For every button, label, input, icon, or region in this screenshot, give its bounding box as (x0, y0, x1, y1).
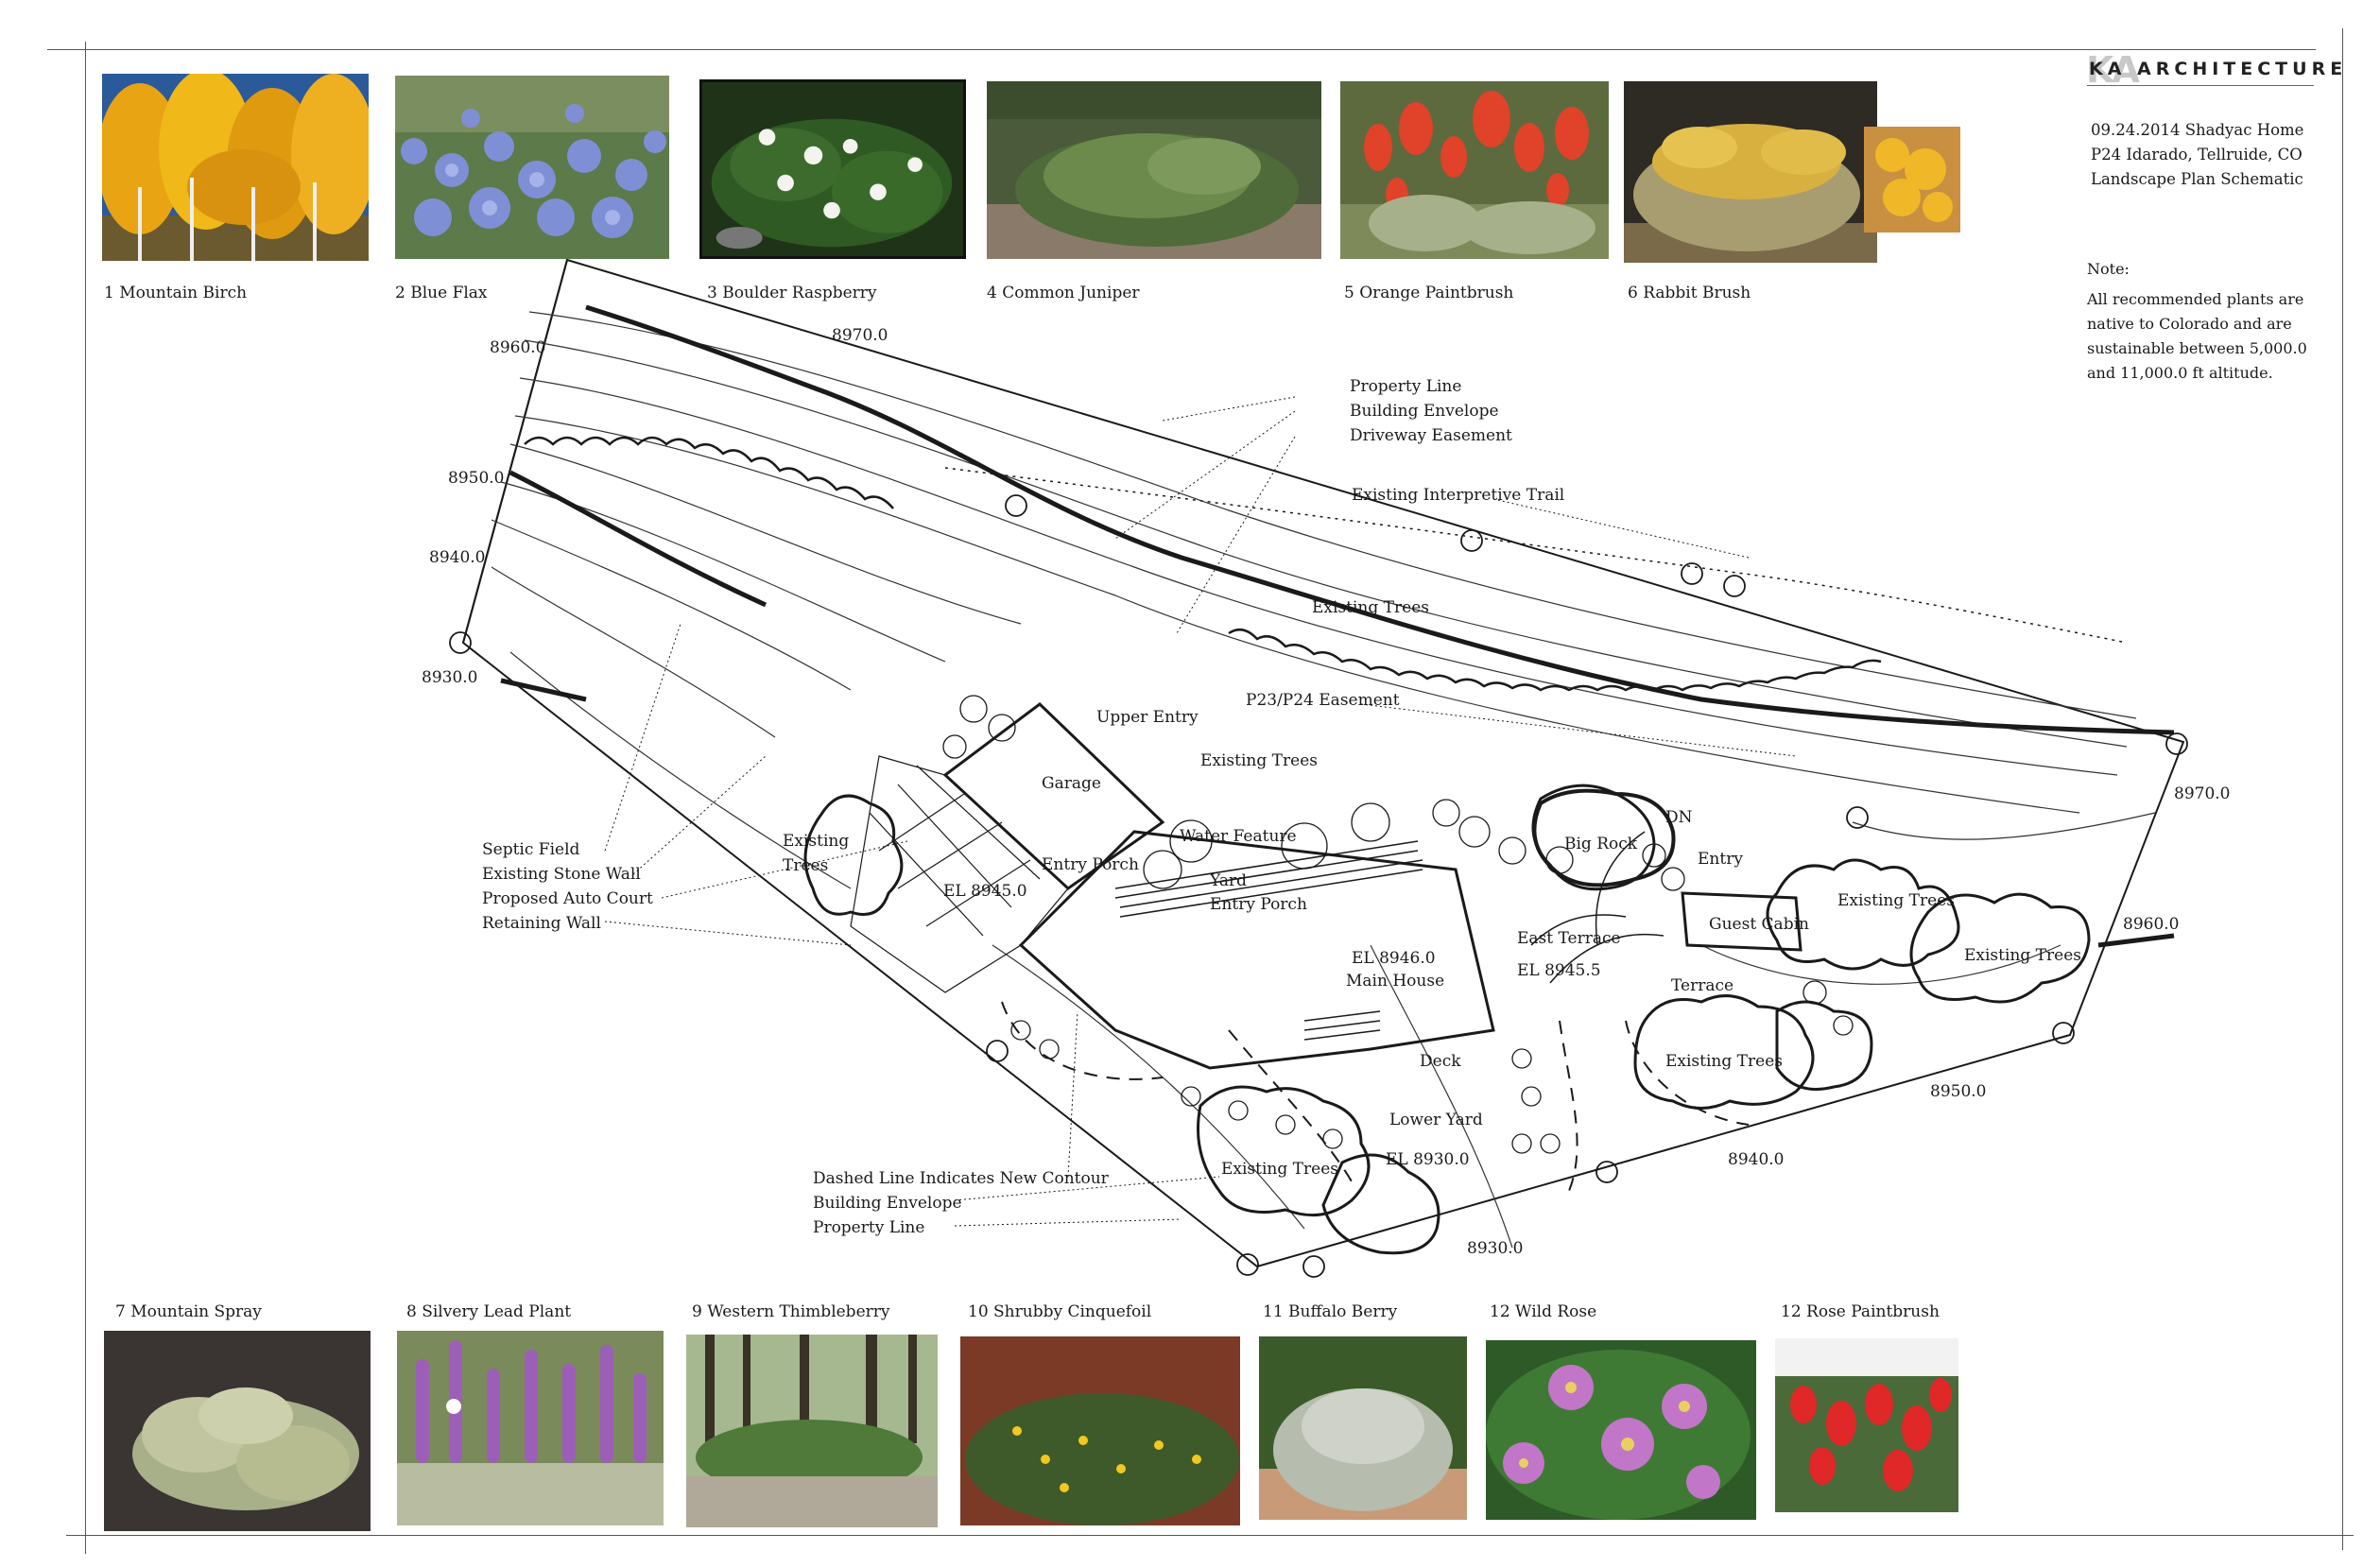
firm-monogram: KA (2086, 49, 2140, 91)
plant-photo-orange-paintbrush (1340, 81, 1609, 259)
sheet-frame-top (47, 49, 2316, 50)
label-entry: Entry (1698, 850, 1743, 869)
label-big-rock: Big Rock (1564, 835, 1638, 853)
label-elevation: EL 8930.0 (1386, 1150, 1470, 1169)
label-east-terrace: East Terrace (1517, 929, 1621, 948)
project-title: 09.24.2014 Shadyac Home (2091, 121, 2304, 139)
sheet-frame-left (85, 42, 86, 1554)
label-water-feature: Water Feature (1180, 827, 1297, 846)
note-line: All recommended plants are (2087, 290, 2304, 308)
note-heading: Note: (2087, 260, 2130, 278)
callout-interpretive-trail: Existing Interpretive Trail (1352, 486, 1564, 505)
plant-caption: 11 Buffalo Berry (1263, 1302, 1398, 1321)
callout-building-envelope: Building Envelope (1350, 402, 1499, 421)
label-existing-trees: Existing Trees (1964, 946, 2081, 965)
contour-label: 8950.0 (448, 469, 504, 488)
plant-caption: 12 Wild Rose (1490, 1302, 1597, 1321)
note-line: and 11,000.0 ft altitude. (2087, 364, 2273, 382)
plant-photo-rose-paintbrush (1775, 1338, 1958, 1512)
plant-caption: 3 Boulder Raspberry (707, 284, 877, 302)
callout-driveway-easement: Driveway Easement (1350, 426, 1512, 445)
label-existing-trees: Existing Trees (1665, 1052, 1783, 1071)
plant-caption: 1 Mountain Birch (104, 284, 248, 302)
callout-auto-court: Proposed Auto Court (482, 889, 653, 908)
plant-caption: 9 Western Thimbleberry (692, 1302, 890, 1321)
label-upper-entry: Upper Entry (1096, 708, 1199, 727)
plant-caption: 8 Silvery Lead Plant (406, 1302, 572, 1321)
plant-caption: 4 Common Juniper (987, 284, 1140, 302)
main-house-footprint (1018, 830, 1495, 1070)
plant-photo-buffalo-berry (1259, 1336, 1467, 1520)
callout-easement: P23/P24 Easement (1246, 691, 1400, 710)
plant-photo-rabbit-brush-detail (1864, 127, 1960, 233)
label-guest-cabin: Guest Cabin (1709, 915, 1809, 934)
contour-label: 8940.0 (1728, 1150, 1784, 1169)
label-elevation: EL 8946.0 (1352, 949, 1436, 968)
callout-stone-wall: Existing Stone Wall (482, 865, 641, 884)
callout-septic-field: Septic Field (482, 840, 580, 859)
callout-existing-trees: Existing Trees (1312, 598, 1429, 617)
firm-name: KA ARCHITECTURE (2089, 59, 2348, 79)
plant-photo-blue-flax (395, 76, 669, 259)
label-existing-trees: Existing Trees (1837, 891, 1955, 910)
plant-caption: 5 Orange Paintbrush (1344, 284, 1514, 302)
contour-label: 8970.0 (832, 326, 888, 345)
plant-caption: 7 Mountain Spray (115, 1302, 262, 1321)
label-terrace: Terrace (1671, 976, 1733, 995)
contour-label: 8930.0 (422, 668, 477, 687)
label-deck: Deck (1420, 1052, 1461, 1071)
plant-caption: 6 Rabbit Brush (1628, 284, 1751, 302)
label-entry-porch: Entry Porch (1210, 895, 1307, 914)
callout-dashed-line: Dashed Line Indicates New Contour (813, 1169, 1110, 1188)
contour-label: 8950.0 (1930, 1082, 1986, 1101)
plant-photo-common-juniper (987, 81, 1321, 259)
label-existing-trees: Existing Trees (1221, 1160, 1338, 1179)
plant-caption: 2 Blue Flax (395, 284, 488, 302)
contour-label: 8960.0 (490, 338, 545, 357)
callout-property-line: Property Line (813, 1218, 924, 1237)
project-lot: P24 Idarado, Tellruide, CO (2091, 146, 2303, 164)
plant-photo-wild-rose (1486, 1340, 1756, 1520)
plant-caption: 12 Rose Paintbrush (1781, 1302, 1940, 1321)
guest-cabin-footprint (1681, 891, 1802, 952)
label-main-house: Main House (1346, 972, 1444, 991)
sheet-name: Landscape Plan Schematic (2091, 170, 2303, 188)
label-existing-trees: Trees (783, 856, 828, 875)
plant-photo-mountain-spray (104, 1331, 371, 1531)
note-line: native to Colorado and are (2087, 315, 2292, 333)
plant-photo-western-thimbleberry (686, 1335, 938, 1527)
plant-photo-rabbit-brush (1624, 81, 1877, 263)
property-line (461, 258, 2185, 1268)
contour-label: 8930.0 (1467, 1239, 1523, 1258)
callout-building-envelope: Building Envelope (813, 1194, 962, 1213)
callout-retaining-wall: Retaining Wall (482, 914, 601, 933)
label-yard: Yard (1209, 871, 1247, 890)
contour-label: 8940.0 (429, 548, 485, 567)
label-elevation: EL 8945.5 (1517, 961, 1601, 980)
contour-label: 8960.0 (2123, 915, 2179, 934)
label-lower-yard: Lower Yard (1389, 1111, 1483, 1129)
label-dn: DN (1665, 808, 1693, 827)
label-elevation: EL 8945.0 (943, 882, 1027, 901)
note-line: sustainable between 5,000.0 (2087, 339, 2307, 357)
title-divider (2087, 85, 2314, 86)
plant-photo-shrubby-cinquefoil (960, 1336, 1240, 1525)
callout-property-line: Property Line (1350, 377, 1461, 396)
label-existing-trees: Existing Trees (1200, 751, 1318, 770)
plant-photo-boulder-raspberry (699, 79, 966, 259)
plant-caption: 10 Shrubby Cinquefoil (968, 1302, 1152, 1321)
label-entry-porch: Entry Porch (1042, 855, 1139, 874)
label-garage: Garage (1042, 774, 1101, 793)
sheet-frame-right (2342, 28, 2343, 1550)
plant-photo-mountain-birch (102, 74, 369, 261)
contour-label: 8970.0 (2174, 784, 2230, 803)
plant-photo-silvery-lead-plant (397, 1331, 664, 1525)
label-existing-trees: Existing (783, 832, 849, 851)
sheet-frame-bottom (66, 1535, 2354, 1536)
